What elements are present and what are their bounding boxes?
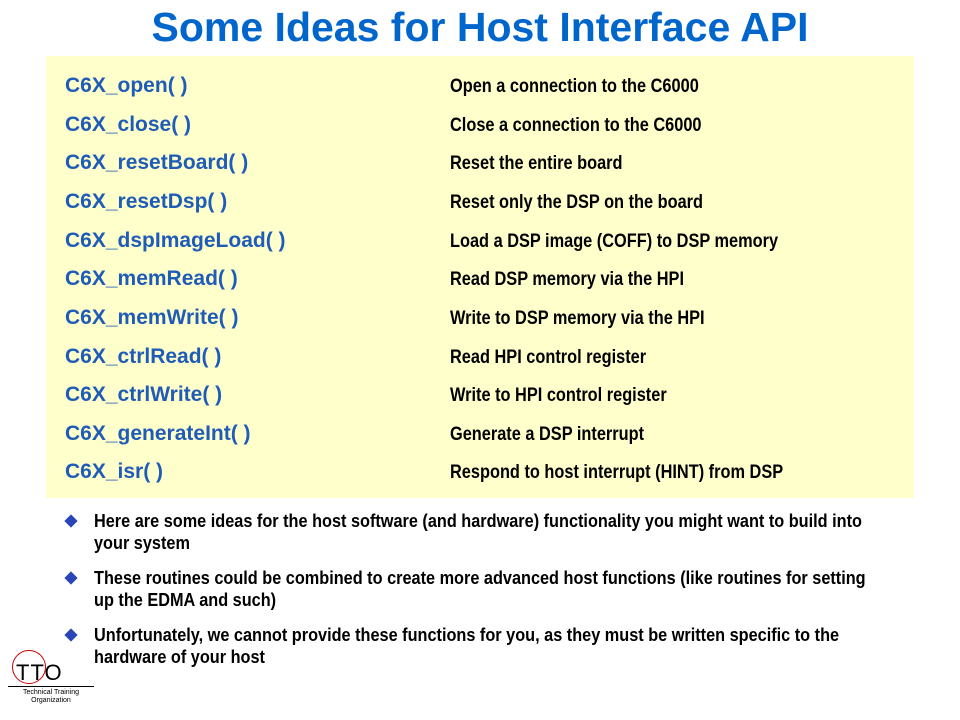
diamond-bullet-icon <box>64 571 78 585</box>
api-row: C6X_close( ) Close a connection to the C… <box>46 110 914 148</box>
api-function-name: C6X_ctrlWrite( ) <box>65 383 223 406</box>
api-function-description: Write to HPI control register <box>450 385 667 406</box>
logo-subtitle-line1: Technical Training <box>22 689 80 696</box>
slide-title: Some Ideas for Host Interface API <box>151 4 809 50</box>
api-function-name: C6X_resetBoard( ) <box>65 151 249 174</box>
api-function-name: C6X_generateInt( ) <box>65 422 251 445</box>
api-function-description: Respond to host interrupt (HINT) from DS… <box>450 462 784 483</box>
api-function-name: C6X_dspImageLoad( ) <box>65 229 286 252</box>
bullet-text: Here are some ideas for the host softwar… <box>94 510 862 553</box>
api-function-name: C6X_memWrite( ) <box>65 306 239 329</box>
diamond-bullet-icon <box>64 514 78 528</box>
logo-circle-icon <box>12 650 46 684</box>
tto-logo: TTO Technical Training Organization <box>8 648 98 714</box>
list-item: These routines could be combined to crea… <box>62 567 902 611</box>
api-list-panel: C6X_open( ) Open a connection to the C60… <box>46 56 914 498</box>
api-function-name: C6X_memRead( ) <box>65 267 238 290</box>
api-function-description: Reset only the DSP on the board <box>450 192 704 213</box>
api-row: C6X_generateInt( ) Generate a DSP interr… <box>46 419 914 457</box>
api-function-description: Write to DSP memory via the HPI <box>450 308 705 329</box>
api-row: C6X_isr( ) Respond to host interrupt (HI… <box>46 457 914 495</box>
api-row: C6X_ctrlWrite( ) Write to HPI control re… <box>46 380 914 418</box>
api-row: C6X_memWrite( ) Write to DSP memory via … <box>46 303 914 341</box>
logo-subtitle-line2: Organization <box>31 697 71 704</box>
api-function-description: Close a connection to the C6000 <box>450 115 702 136</box>
api-function-description: Read HPI control register <box>450 347 647 368</box>
api-row: C6X_memRead( ) Read DSP memory via the H… <box>46 264 914 302</box>
api-function-name: C6X_ctrlRead( ) <box>65 345 222 368</box>
logo-divider <box>8 686 94 687</box>
api-function-description: Load a DSP image (COFF) to DSP memory <box>450 231 779 252</box>
api-function-description: Read DSP memory via the HPI <box>450 269 685 290</box>
list-item: Here are some ideas for the host softwar… <box>62 510 902 554</box>
diamond-bullet-icon <box>64 628 78 642</box>
api-function-name: C6X_resetDsp( ) <box>65 190 228 213</box>
list-item: Unfortunately, we cannot provide these f… <box>62 624 902 668</box>
api-row: C6X_resetDsp( ) Reset only the DSP on th… <box>46 187 914 225</box>
api-row: C6X_dspImageLoad( ) Load a DSP image (CO… <box>46 226 914 264</box>
api-function-name: C6X_close( ) <box>65 113 192 136</box>
api-function-description: Open a connection to the C6000 <box>450 76 699 97</box>
api-row: C6X_ctrlRead( ) Read HPI control registe… <box>46 342 914 380</box>
api-function-name: C6X_open( ) <box>65 74 188 97</box>
api-function-description: Generate a DSP interrupt <box>450 424 645 445</box>
api-function-description: Reset the entire board <box>450 153 623 174</box>
bullet-text: Unfortunately, we cannot provide these f… <box>94 624 840 667</box>
bullet-text: These routines could be combined to crea… <box>94 567 866 610</box>
api-row: C6X_resetBoard( ) Reset the entire board <box>46 148 914 186</box>
bullet-list: Here are some ideas for the host softwar… <box>62 510 902 681</box>
api-row: C6X_open( ) Open a connection to the C60… <box>46 71 914 109</box>
logo-letters: TTO <box>16 660 63 685</box>
logo-subtitle: Technical Training Organization <box>8 689 94 705</box>
api-function-name: C6X_isr( ) <box>65 460 164 483</box>
